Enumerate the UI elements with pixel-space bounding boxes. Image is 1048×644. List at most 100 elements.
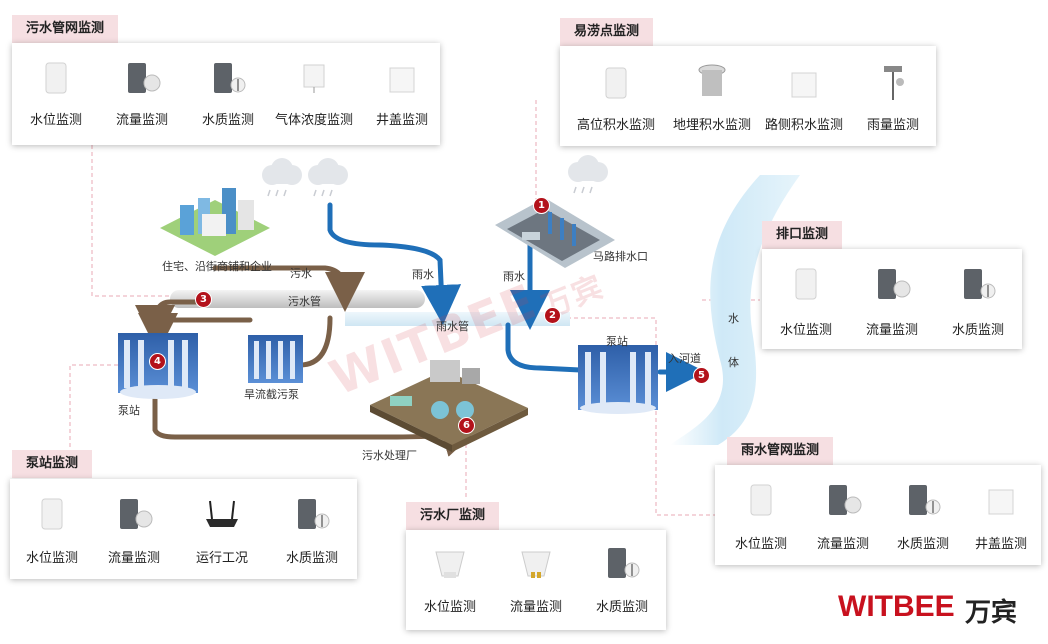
device-water-quality[interactable]: 水质监测 (938, 249, 1018, 349)
device-flow[interactable]: 流量监测 (94, 479, 174, 579)
pump-right-label: 泵站 (606, 335, 628, 348)
radar-level-sensor-icon (435, 551, 465, 578)
device-rainfall[interactable]: 雨量监测 (850, 46, 936, 146)
panel-outlet: 水位监测 流量监测 水质监测 (762, 249, 1022, 349)
panel-sewage-plant: 水位监测 流量监测 水质监测 (406, 530, 666, 630)
residential-label: 住宅、沿街商铺和企业 (162, 260, 272, 273)
device-label: 运行工况 (195, 551, 248, 566)
badge-1: 1 (533, 197, 550, 214)
dry-pump-label: 旱流截污泵 (244, 388, 299, 401)
device-water-level[interactable]: 水位监测 (12, 479, 92, 579)
rain-gauge-icon (884, 66, 904, 100)
device-water-level[interactable]: 水位监测 (18, 43, 94, 145)
manhole-sensor-icon (988, 489, 1014, 515)
badge-4: 4 (149, 353, 166, 370)
device-water-level[interactable]: 水位监测 (766, 249, 846, 349)
device-flow[interactable]: 流量监测 (852, 249, 932, 349)
sewage-treatment-plant (370, 360, 528, 452)
panel-title-sewage-network: 污水管网监测 (12, 15, 119, 43)
panel-title-flood-point: 易涝点监测 (560, 18, 654, 46)
device-label: 井盖监测 (974, 537, 1027, 552)
device-label: 路侧积水监测 (764, 118, 843, 133)
dry-flow-pump (248, 335, 303, 383)
road-drain (495, 198, 615, 268)
plant-label: 污水处理厂 (362, 449, 417, 462)
river (670, 175, 800, 445)
device-label: 水质监测 (201, 113, 254, 128)
device-water-level[interactable]: 水位监测 (721, 465, 801, 565)
badge-6: 6 (458, 417, 475, 434)
badge-5: 5 (693, 367, 710, 384)
flow-meter-icon (829, 485, 862, 515)
water-quality-sensor-icon (608, 548, 640, 578)
device-label: 水质监测 (595, 600, 648, 615)
sewage-pipe-label: 污水管 (288, 295, 321, 308)
panel-title-outlet: 排口监测 (762, 221, 843, 249)
badge-3: 3 (195, 291, 212, 308)
flow-meter-icon (878, 269, 911, 299)
panel-title-sewage-plant: 污水厂监测 (406, 502, 500, 530)
rain-pipe-label: 雨水管 (436, 320, 469, 333)
sewage-flow-label: 污水 (290, 267, 312, 280)
panel-flood-point: 高位积水监测 地埋积水监测 路侧积水监测 雨量监测 (560, 46, 936, 146)
device-high-water[interactable]: 高位积水监测 (566, 46, 666, 146)
device-label: 井盖监测 (375, 113, 428, 128)
flow-meter-icon (128, 63, 161, 93)
device-gas-concentration[interactable]: 气体浓度监测 (268, 43, 360, 145)
water-level-sensor-icon (795, 268, 817, 300)
device-label: 流量监测 (115, 113, 168, 128)
device-water-level[interactable]: 水位监测 (408, 530, 492, 630)
device-water-quality[interactable]: 水质监测 (270, 479, 354, 579)
brand-logo-en: WITBEE (838, 590, 955, 623)
residential-buildings (160, 188, 270, 256)
device-label: 水质监测 (951, 323, 1004, 338)
device-label: 地埋积水监测 (672, 118, 751, 133)
panel-pump-station: 水位监测 流量监测 运行工况 水质监测 (10, 479, 357, 579)
pump-left-label: 泵站 (118, 404, 140, 417)
badge-2: 2 (544, 307, 561, 324)
manhole-sensor-icon (389, 67, 415, 93)
water-quality-sensor-icon (214, 63, 246, 93)
panel-title-pump-station: 泵站监测 (12, 450, 93, 478)
device-label: 水位监测 (29, 113, 82, 128)
panel-title-rain-network: 雨水管网监测 (727, 437, 834, 465)
device-label: 水位监测 (734, 537, 787, 552)
device-manhole-cover[interactable]: 井盖监测 (961, 465, 1041, 565)
device-label: 雨量监测 (866, 118, 919, 133)
water-quality-sensor-icon (298, 499, 330, 529)
water-body-label-2: 体 (728, 356, 739, 369)
device-flow[interactable]: 流量监测 (494, 530, 578, 630)
device-roadside-water[interactable]: 路侧积水监测 (756, 46, 852, 146)
device-water-quality[interactable]: 水质监测 (883, 465, 963, 565)
water-level-sensor-icon (45, 62, 67, 94)
panel-sewage-network: 水位监测 流量监测 水质监测 气体浓度监测 井盖监测 (12, 43, 440, 145)
flow-meter-icon (120, 499, 153, 529)
water-level-sensor-icon (41, 498, 63, 530)
road-drain-label: 马路排水口 (593, 250, 648, 263)
water-body-label-1: 水 (728, 312, 739, 325)
device-water-quality[interactable]: 水质监测 (190, 43, 266, 145)
device-label: 高位积水监测 (576, 118, 655, 133)
device-operating-status[interactable]: 运行工况 (182, 479, 262, 579)
rain-clouds (262, 155, 608, 185)
device-label: 气体浓度监测 (274, 113, 353, 128)
rain-right-label: 雨水 (503, 270, 525, 283)
device-label: 流量监测 (865, 323, 918, 338)
water-quality-sensor-icon (909, 485, 941, 515)
device-manhole-cover[interactable]: 井盖监测 (364, 43, 440, 145)
brand-logo-cn: 万宾 (965, 598, 1018, 628)
into-river-label: 入河道 (668, 352, 701, 365)
radar-flow-sensor-icon (521, 551, 551, 578)
device-label: 水质监测 (896, 537, 949, 552)
device-label: 水位监测 (25, 551, 78, 566)
gas-sensor-icon (303, 64, 325, 93)
device-buried-water[interactable]: 地埋积水监测 (664, 46, 760, 146)
pump-station-right (578, 345, 658, 414)
device-flow[interactable]: 流量监测 (803, 465, 883, 565)
device-label: 水位监测 (779, 323, 832, 338)
device-water-quality[interactable]: 水质监测 (580, 530, 664, 630)
high-water-sensor-icon (605, 67, 627, 99)
device-label: 水位监测 (423, 600, 476, 615)
device-flow[interactable]: 流量监测 (104, 43, 180, 145)
